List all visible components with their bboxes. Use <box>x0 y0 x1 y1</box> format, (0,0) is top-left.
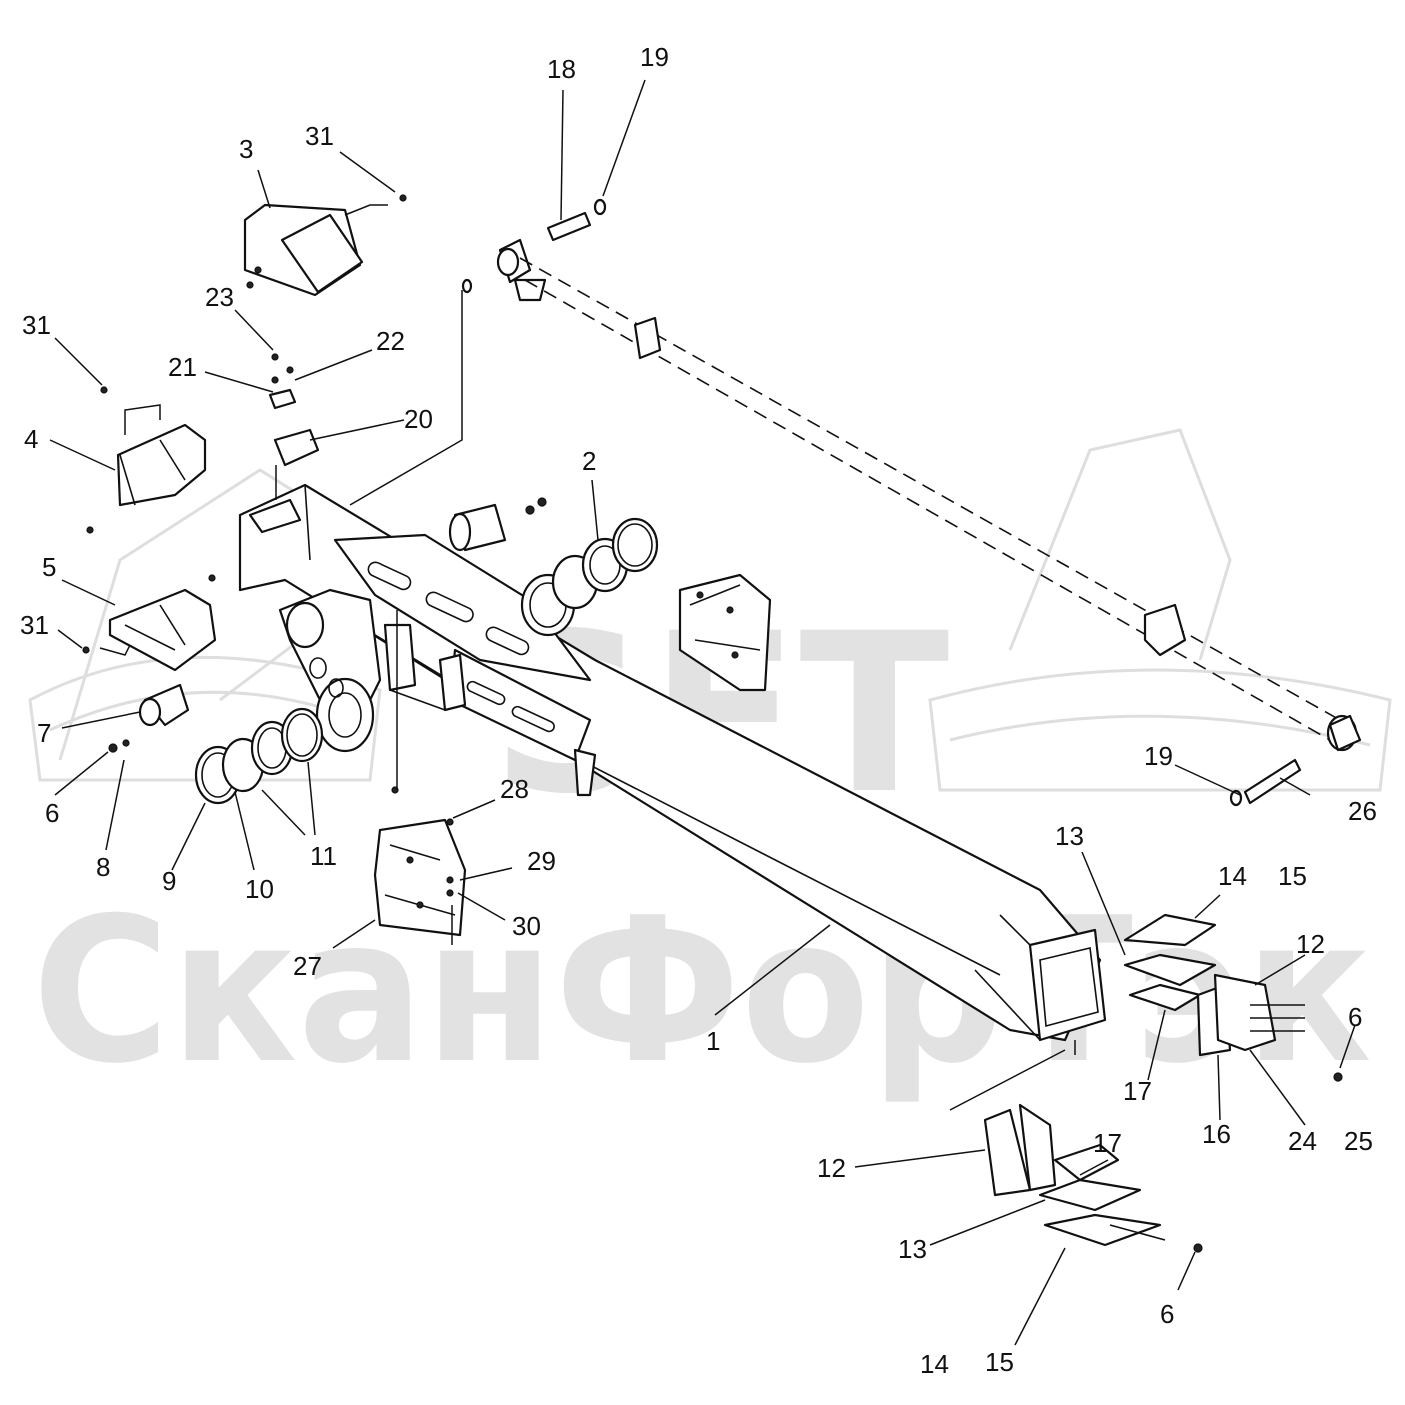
callout-30: 30 <box>512 911 541 941</box>
callout-2: 2 <box>582 446 596 476</box>
callout-31-upper-left: 31 <box>22 310 51 340</box>
leader-lines <box>49 79 1356 1346</box>
callout-8: 8 <box>96 852 110 882</box>
callout-29: 29 <box>527 846 556 876</box>
callout-21: 21 <box>168 352 197 382</box>
callout-19-top: 19 <box>640 42 669 72</box>
callout-14-upper: 14 <box>1218 861 1247 891</box>
part-right-bracket <box>678 573 772 692</box>
callout-13-lower: 13 <box>898 1234 927 1264</box>
callout-12-upper: 12 <box>1296 929 1325 959</box>
part-cylinder <box>496 238 1362 752</box>
callout-6-left: 6 <box>45 798 59 828</box>
part-pivot-plate <box>278 588 382 753</box>
callout-6-right: 6 <box>1348 1002 1362 1032</box>
part-bracket-27 <box>373 610 467 945</box>
part-sleeve-top <box>448 497 547 552</box>
callout-31-lower-left: 31 <box>20 610 49 640</box>
callout-20: 20 <box>404 404 433 434</box>
part-bushing-7 <box>108 683 190 753</box>
callout-4: 4 <box>24 424 38 454</box>
callout-6-bottom: 6 <box>1160 1299 1174 1329</box>
part-cover-3 <box>243 194 407 297</box>
callout-23: 23 <box>205 282 234 312</box>
callout-1: 1 <box>706 1026 720 1056</box>
callout-14-lower: 14 <box>920 1349 949 1379</box>
part-wear-pads-lower <box>949 1049 1203 1253</box>
callout-5: 5 <box>42 552 56 582</box>
callouts: 1 2 3 4 5 6 6 6 7 8 9 10 11 12 12 13 13 … <box>20 42 1377 1379</box>
part-top-plate <box>333 533 592 682</box>
callout-17-lower: 17 <box>1093 1128 1122 1158</box>
callout-13-upper: 13 <box>1055 821 1084 851</box>
callout-10: 10 <box>245 874 274 904</box>
callout-9: 9 <box>162 866 176 896</box>
callout-12-lower: 12 <box>817 1153 846 1183</box>
parts-layer: 1 2 3 4 5 6 6 6 7 8 9 10 11 12 12 13 13 … <box>20 42 1377 1379</box>
callout-28: 28 <box>500 774 529 804</box>
callout-15-upper: 15 <box>1278 861 1307 891</box>
part-bracket-20 <box>268 290 463 506</box>
callout-25: 25 <box>1344 1126 1373 1156</box>
part-wear-pads-upper <box>1074 913 1343 1082</box>
part-bushings-right <box>520 517 659 637</box>
callout-16: 16 <box>1202 1119 1231 1149</box>
callout-15-lower: 15 <box>985 1347 1014 1377</box>
watermark-excavator-right <box>928 428 1392 792</box>
callout-11: 11 <box>310 841 337 871</box>
callout-26: 26 <box>1348 796 1377 826</box>
part-seals-left <box>194 707 324 805</box>
part-boom-brackets <box>248 498 467 712</box>
callout-27: 27 <box>293 951 322 981</box>
callout-24: 24 <box>1288 1126 1317 1156</box>
callout-19-right: 19 <box>1144 741 1173 771</box>
callout-22: 22 <box>376 326 405 356</box>
part-cover-4 <box>86 386 207 534</box>
callout-3: 3 <box>239 134 253 164</box>
part-pin-26 <box>1229 758 1302 807</box>
part-cover-5 <box>82 574 217 672</box>
callout-31-top: 31 <box>305 121 334 151</box>
callout-7: 7 <box>37 718 51 748</box>
part-side-plate <box>448 648 597 797</box>
callout-17-upper: 17 <box>1123 1076 1152 1106</box>
callout-18: 18 <box>547 54 576 84</box>
part-pin-18 <box>461 198 607 294</box>
